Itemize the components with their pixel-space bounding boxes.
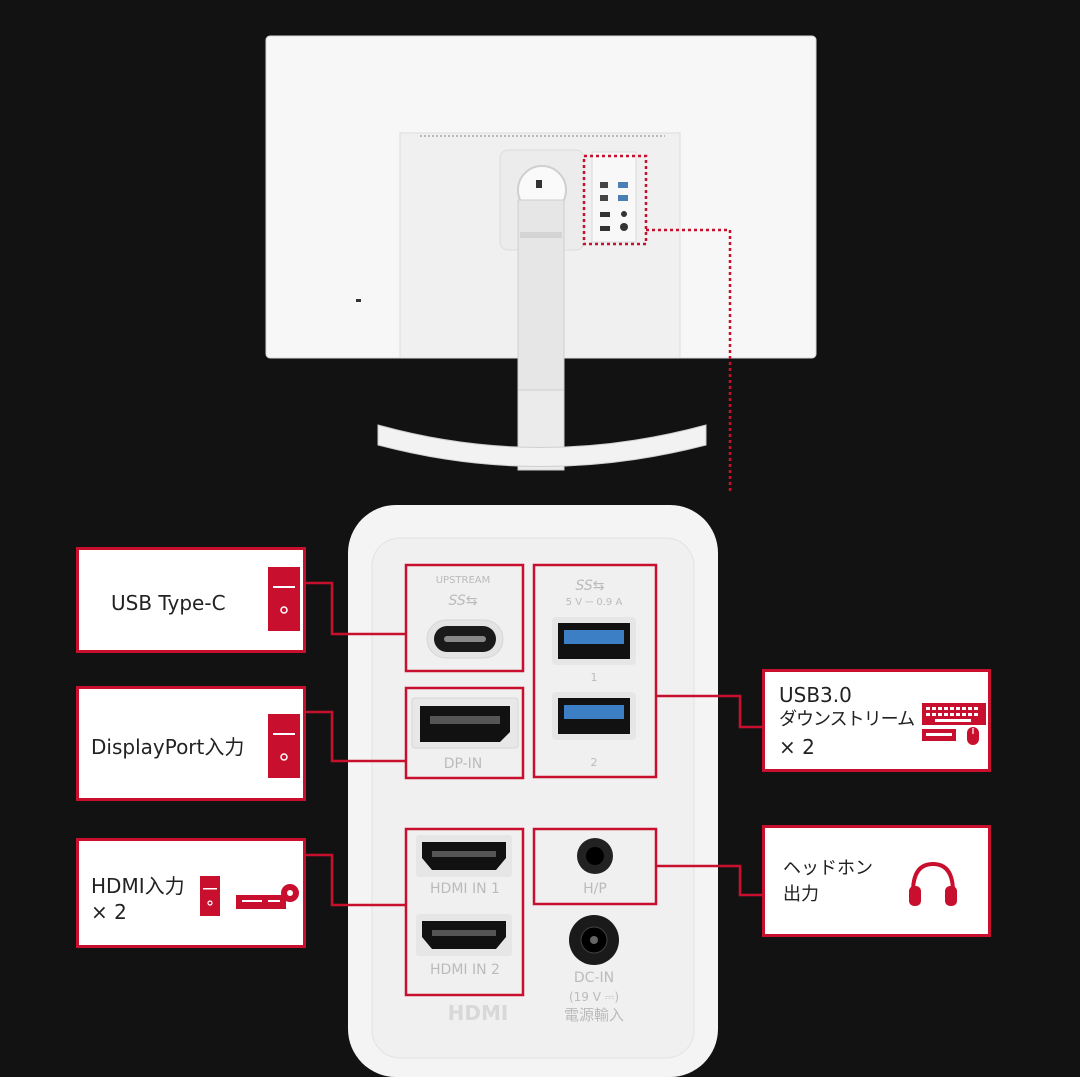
callout-hdmi: HDMI入力 × 2 <box>76 838 306 948</box>
displayport-frame <box>404 686 525 780</box>
dc-jp-label: 電源輸入 <box>564 1006 624 1024</box>
hdmi-logo: HDMI <box>448 1001 509 1025</box>
callout-headphone: ヘッドホン 出力 <box>762 825 991 937</box>
monitor-back <box>265 35 817 492</box>
dp-in-label: DP-IN <box>444 756 483 772</box>
callout-lines <box>305 581 762 907</box>
callout-displayport: DisplayPort入力 <box>76 686 306 801</box>
ss-logo-2: SS⇆ <box>575 578 604 594</box>
port-1-label: 1 <box>591 671 598 684</box>
callout-headphone-text: ヘッドホン 出力 <box>783 858 873 905</box>
callout-usb3-line2: ダウンストリーム <box>779 709 915 730</box>
pc-tower-icon <box>268 714 300 778</box>
callout-hdmi-text: HDMI入力 × 2 <box>91 874 185 924</box>
usb-a-ports-frame <box>532 563 658 779</box>
callout-usb-c: USB Type-C <box>76 547 306 653</box>
upstream-label: UPSTREAM <box>436 575 491 586</box>
callout-usb-c-text: USB Type-C <box>111 591 226 615</box>
callout-usb3: USB3.0 ダウンストリーム × 2 <box>762 669 991 772</box>
callout-usb3-line3: × 2 <box>779 735 815 759</box>
hp-label: H/P <box>583 881 607 897</box>
mouse-icon <box>967 727 979 745</box>
callout-displayport-text: DisplayPort入力 <box>91 735 245 759</box>
pc-tower-icon <box>268 567 300 631</box>
port-panel: UPSTREAM SS⇆ SS⇆ 5 V ⎓ 0.9 A 1 2 DP-IN H… <box>348 505 718 1077</box>
dc-in-label: DC-IN <box>574 970 614 986</box>
usb-c-port-frame <box>404 563 525 673</box>
keyboard-icon <box>922 703 986 725</box>
keyboard-icon <box>922 729 956 741</box>
headphones-icon <box>909 861 957 906</box>
dc-rating-label: (19 V ⎓) <box>569 990 619 1004</box>
ss-logo: SS⇆ <box>448 593 477 609</box>
port-2-label: 2 <box>591 756 598 769</box>
usb-power-label: 5 V ⎓ 0.9 A <box>566 597 623 608</box>
game-console-icon <box>236 884 299 909</box>
hdmi1-label: HDMI IN 1 <box>430 881 500 897</box>
hdmi2-label: HDMI IN 2 <box>430 962 500 978</box>
callout-usb3-line1: USB3.0 <box>779 683 852 707</box>
hdmi-frame <box>404 827 525 997</box>
pc-tower-icon <box>200 876 220 916</box>
